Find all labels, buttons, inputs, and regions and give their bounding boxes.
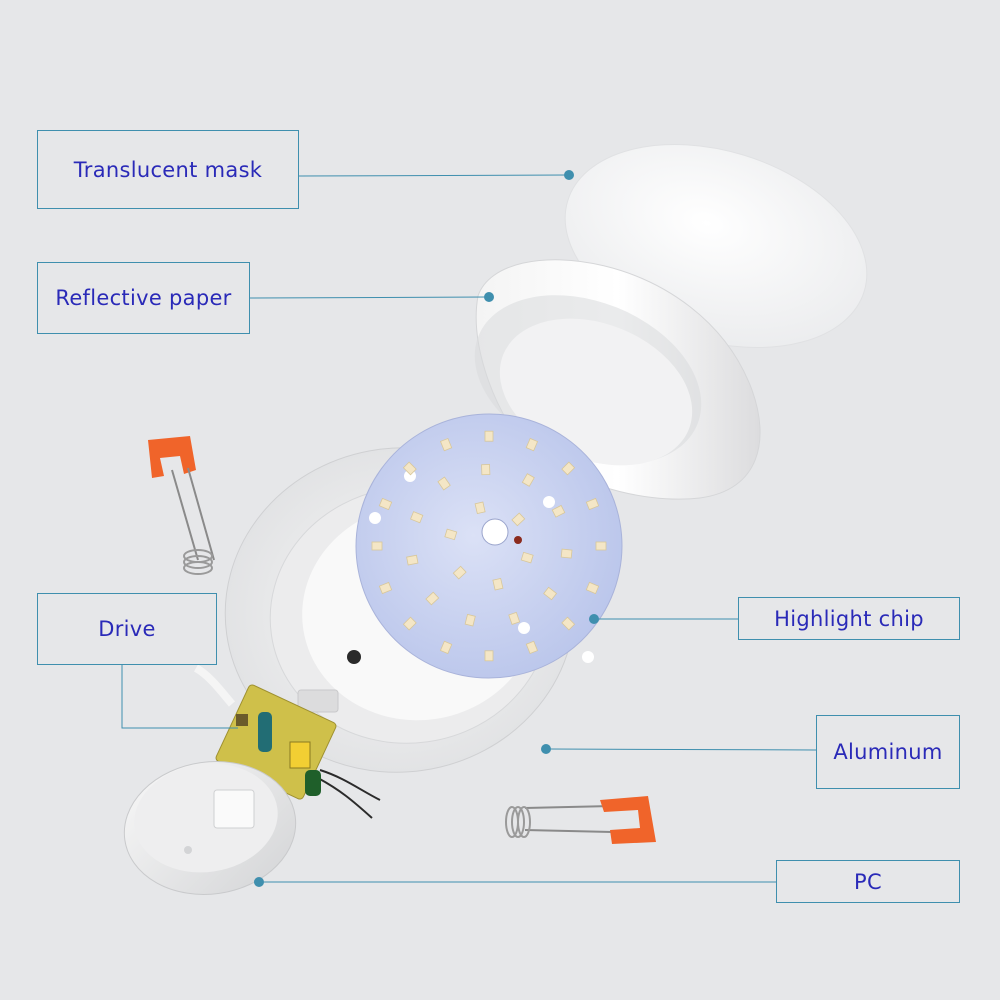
label-pc: PC: [776, 860, 960, 903]
label-drive-text: Drive: [98, 617, 156, 641]
leader-translucent-mask: [298, 174, 569, 177]
led-chip: [378, 497, 393, 511]
label-drive: Drive: [37, 593, 217, 665]
led-chip: [561, 461, 576, 476]
led-chip: [481, 464, 491, 476]
leader-dot-aluminum: [541, 744, 551, 754]
led-chip: [525, 640, 539, 655]
led-chip: [464, 613, 476, 627]
led-chip: [561, 616, 576, 631]
label-aluminum-text: Aluminum: [833, 740, 943, 764]
leader-dot-highlight-chip: [589, 614, 599, 624]
led-chip: [371, 541, 383, 551]
led-chip: [551, 504, 566, 518]
label-highlight-chip-text: Highlight chip: [774, 606, 924, 631]
led-chip: [378, 581, 393, 595]
led-chip: [484, 430, 494, 442]
label-highlight-chip: Highlight chip: [738, 597, 960, 640]
led-chip: [543, 586, 558, 601]
led-chip: [521, 473, 535, 487]
led-chip: [492, 577, 504, 591]
label-aluminum: Aluminum: [816, 715, 960, 789]
label-reflective-paper-text: Reflective paper: [55, 286, 232, 310]
label-reflective-paper: Reflective paper: [37, 262, 250, 334]
led-chip: [437, 476, 451, 491]
led-chip: [452, 565, 467, 580]
leader-dot-pc: [254, 877, 264, 887]
pc-cap-part: [123, 761, 297, 895]
leader-lines: [121, 170, 817, 887]
label-pc-text: PC: [854, 869, 882, 894]
led-chip: [520, 551, 534, 564]
led-chip: [508, 611, 521, 625]
leader-dot-reflective-paper: [484, 292, 494, 302]
led-chip: [444, 528, 458, 541]
led-chip: [402, 461, 417, 476]
led-chip: [595, 541, 607, 551]
spring-clip-bottom: [505, 796, 656, 844]
leader-aluminum: [548, 748, 817, 751]
label-translucent-mask-text: Translucent mask: [73, 157, 263, 182]
label-translucent-mask: Translucent mask: [37, 130, 299, 209]
led-chip: [410, 511, 424, 524]
spring-clip-top: [148, 436, 215, 575]
led-chip: [425, 591, 440, 606]
highlight-chip-part: [355, 413, 623, 679]
led-chip: [474, 501, 486, 515]
led-chip: [511, 512, 526, 527]
led-chip: [585, 497, 600, 511]
led-chip: [585, 581, 600, 595]
led-chip: [560, 548, 573, 559]
leader-drive: [121, 665, 238, 729]
led-chip: [402, 616, 417, 631]
led-chip: [484, 650, 494, 662]
led-chip: [439, 437, 453, 452]
led-chip: [525, 437, 539, 452]
leader-reflective-paper: [249, 296, 489, 299]
led-chip: [439, 640, 453, 655]
led-chip: [406, 554, 419, 566]
leader-dot-translucent-mask: [564, 170, 574, 180]
